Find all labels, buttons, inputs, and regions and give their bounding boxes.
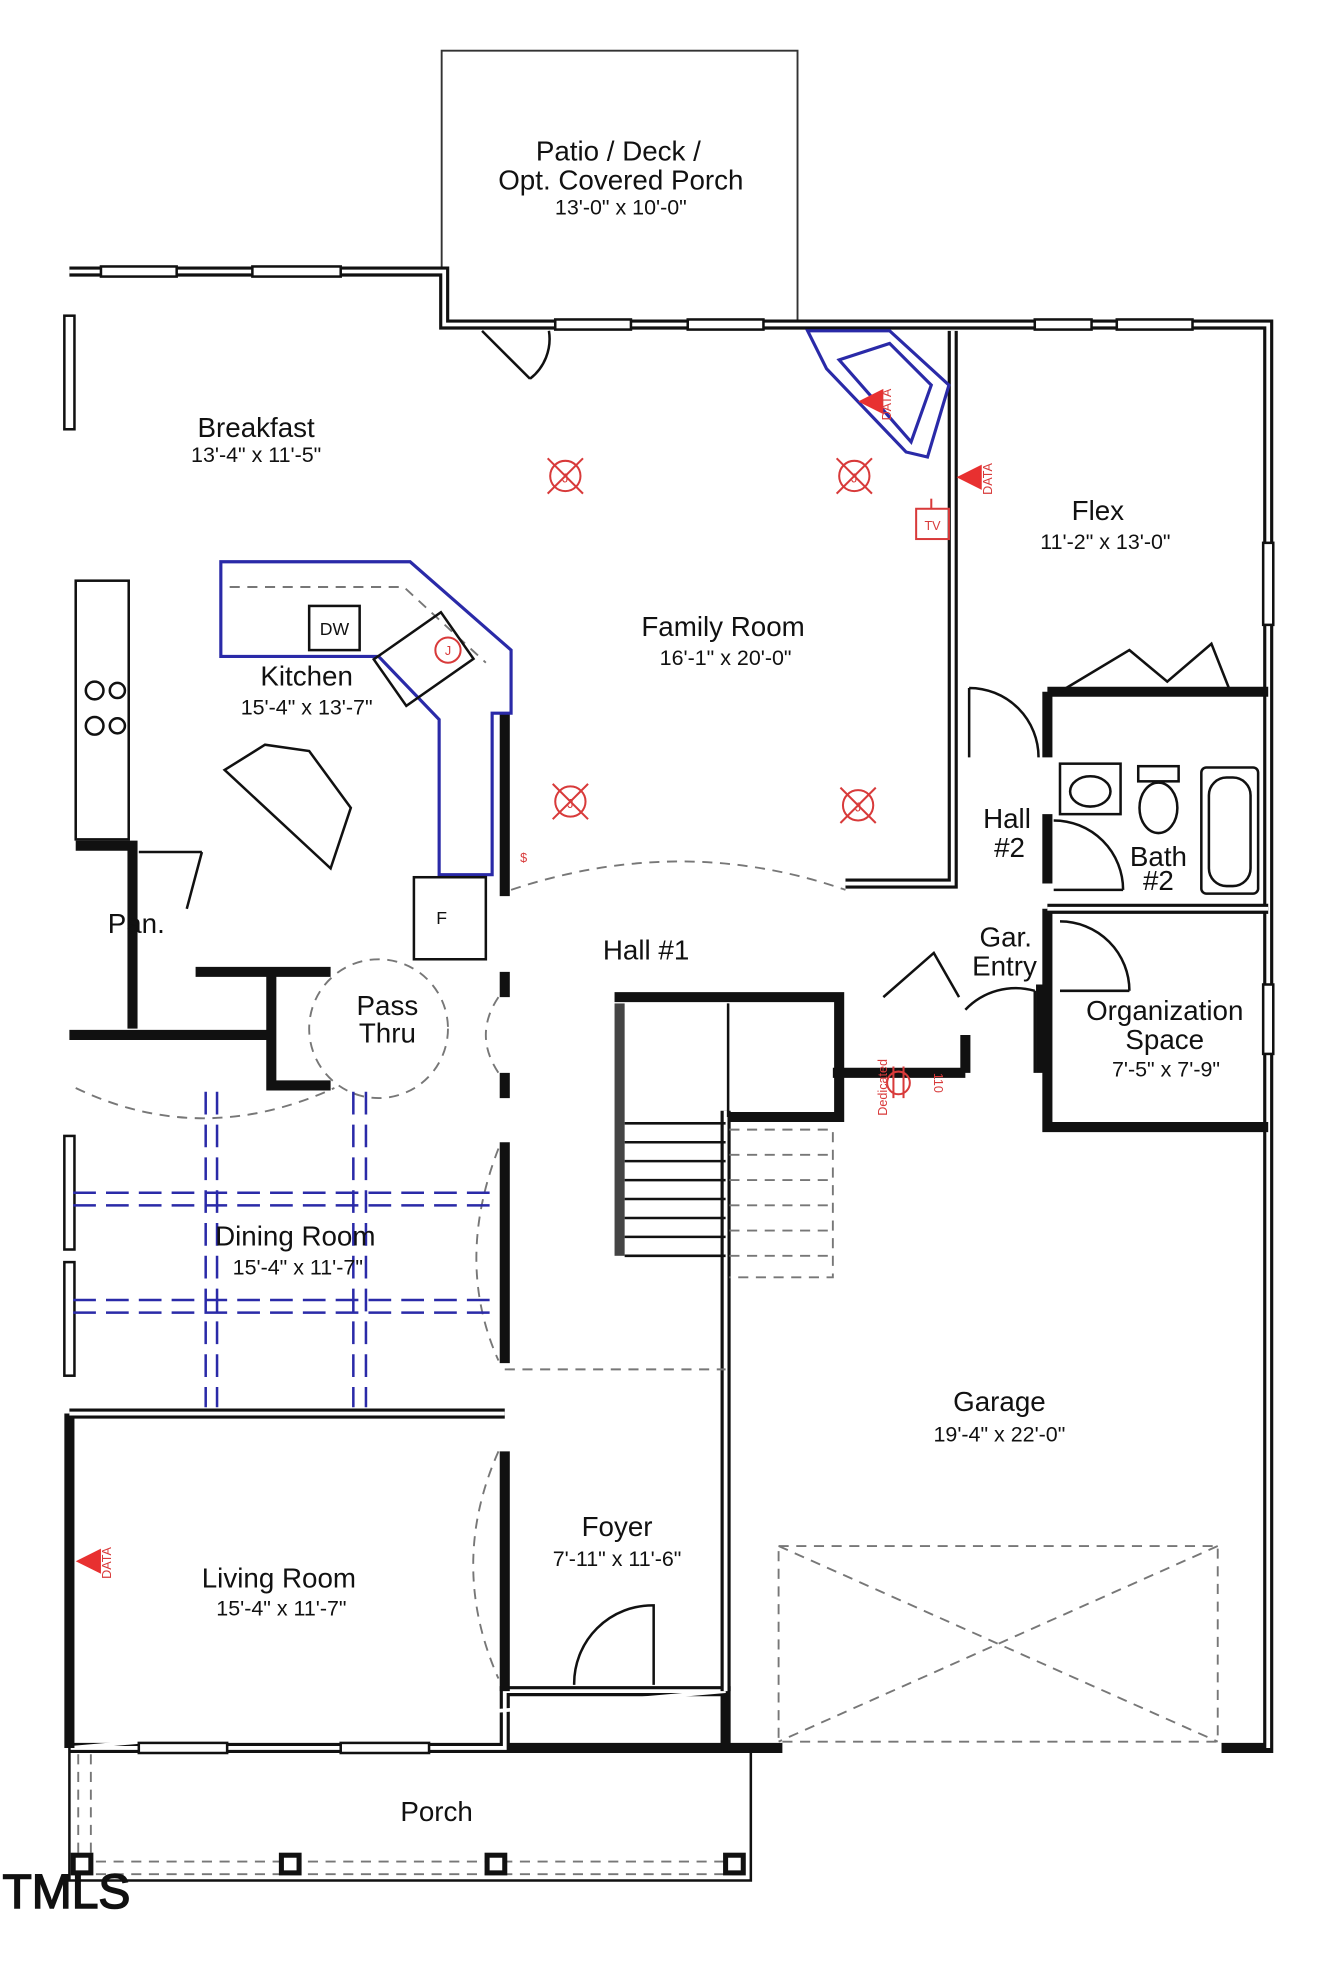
room-name-pantry: Pan. [108, 908, 165, 939]
data-outlet-icon: DATA [858, 388, 894, 420]
junction-box-icon: J [835, 457, 873, 495]
room-name-porch: Porch [400, 1796, 473, 1827]
svg-text:J: J [567, 797, 573, 811]
room-dims-breakfast: 13'-4" x 11'-5" [191, 443, 321, 467]
watermark: TMLS [3, 1866, 131, 1919]
fridge-label: F [436, 908, 447, 928]
junction-box-icon: J [434, 636, 462, 664]
data-outlet-icon: DATA [75, 1547, 114, 1579]
interior-walls [64, 330, 1269, 1748]
svg-text:J: J [855, 801, 861, 815]
svg-text:J: J [562, 471, 568, 485]
room-name-bath2: Bath [1130, 841, 1187, 872]
room-dims-family: 16'-1" x 20'-0" [660, 646, 792, 670]
tv-outlet-icon: TV [915, 498, 950, 541]
svg-text:DATA: DATA [100, 1547, 114, 1579]
room-name-patio-2: Opt. Covered Porch [498, 165, 743, 196]
dedicated-outlet-icon: Dedicated 110 [876, 1059, 945, 1116]
svg-text:TV: TV [924, 519, 941, 533]
room-dims-foyer: 7'-11" x 11'-6" [553, 1547, 682, 1571]
fireplace [805, 329, 951, 459]
svg-text:110: 110 [931, 1073, 945, 1093]
windows [63, 265, 1275, 1755]
room-name-hall1: Hall #1 [603, 934, 689, 965]
room-dims-flex: 11'-2" x 13'-0" [1040, 530, 1170, 554]
room-dims-dining: 15'-4" x 11'-7" [233, 1256, 363, 1280]
room-name-kitchen: Kitchen [260, 660, 353, 691]
svg-text:DATA: DATA [981, 463, 995, 495]
room-name-dining: Dining Room [215, 1221, 375, 1252]
svg-text:Dedicated: Dedicated [876, 1059, 890, 1116]
junction-box-icon: J [546, 457, 584, 495]
svg-text:J: J [445, 644, 451, 658]
room-name-breakfast: Breakfast [198, 412, 316, 443]
doors [138, 329, 1232, 1685]
junction-box-icon: J [839, 786, 877, 824]
room-name-pass-thru: Pass [357, 990, 419, 1021]
room-name-family: Family Room [641, 611, 804, 642]
garage-door-outline [777, 1545, 1219, 1743]
room-dims-patio: 13'-0" x 10'-0" [555, 196, 687, 220]
room-name-flex: Flex [1072, 495, 1125, 526]
room-name-bath2-num: #2 [1143, 865, 1174, 896]
dishwasher-label: DW [320, 619, 350, 639]
room-name-foyer: Foyer [582, 1511, 653, 1542]
room-name-hall2: Hall [983, 803, 1031, 834]
room-name-pass-thru-2: Thru [359, 1018, 416, 1049]
data-outlet-icon: DATA [956, 463, 995, 495]
room-name-patio: Patio / Deck / [536, 135, 701, 166]
room-name-gar-entry-2: Entry [972, 951, 1037, 982]
room-name-hall2-num: #2 [994, 832, 1025, 863]
svg-text:DATA: DATA [880, 388, 894, 420]
room-name-org-space-2: Space [1125, 1024, 1204, 1055]
switch-icon: $ [520, 851, 527, 865]
dining-ceiling-detail [73, 1091, 499, 1408]
junction-box-icon: J [552, 783, 589, 820]
dashed-openings [75, 860, 846, 1679]
room-dims-org-space: 7'-5" x 7'-9" [1112, 1058, 1220, 1082]
room-dims-kitchen: 15'-4" x 13'-7" [241, 695, 373, 719]
kitchen-cabinets [74, 560, 513, 961]
room-name-garage: Garage [953, 1386, 1046, 1417]
stairs [624, 1003, 730, 1258]
room-name-gar-entry: Gar. [980, 922, 1032, 953]
stair-rail [614, 1003, 625, 1256]
bath-fixtures [1058, 762, 1260, 895]
room-dims-living: 15'-4" x 11'-7" [216, 1596, 346, 1620]
svg-text:J: J [851, 471, 857, 485]
porch-structure [68, 1747, 753, 1882]
room-name-org-space: Organization [1086, 995, 1243, 1026]
room-name-living: Living Room [202, 1563, 356, 1594]
room-dims-garage: 19'-4" x 22'-0" [933, 1422, 1065, 1446]
